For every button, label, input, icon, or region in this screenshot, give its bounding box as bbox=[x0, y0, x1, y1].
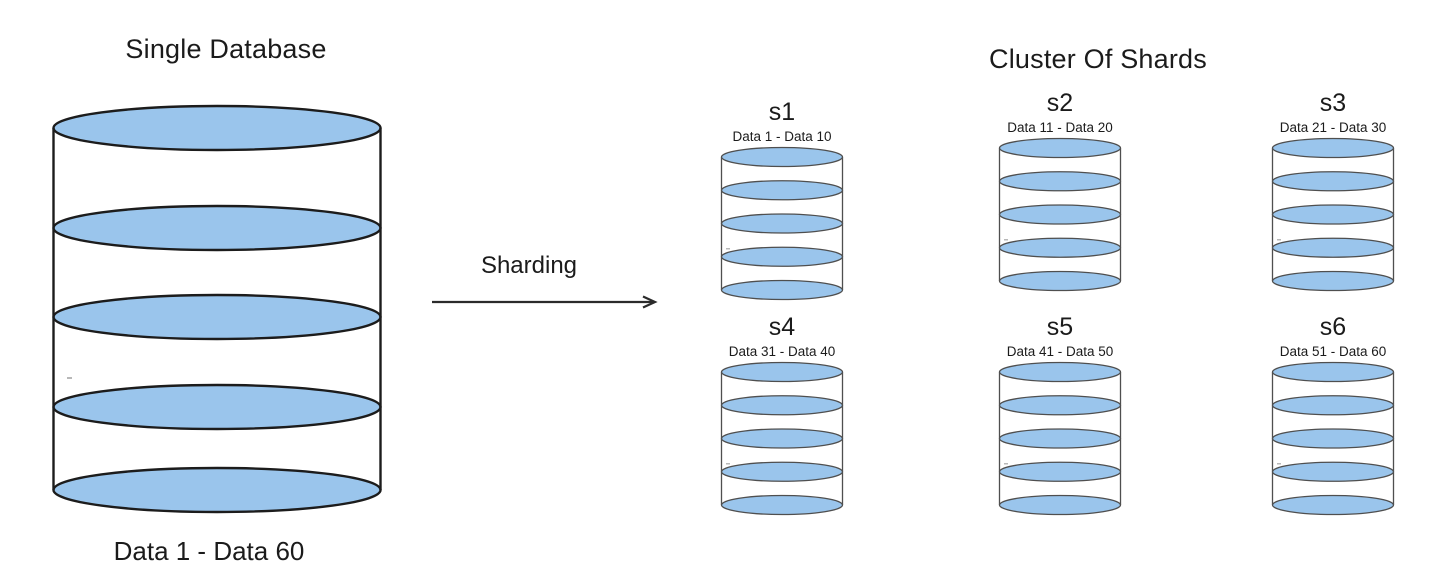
cylinder-top-ellipse bbox=[720, 146, 844, 168]
data-layer-ellipse bbox=[998, 494, 1122, 516]
data-layer-ellipse bbox=[720, 428, 844, 449]
stray-mark bbox=[1277, 463, 1281, 465]
data-layer-ellipse bbox=[1271, 270, 1395, 292]
shard-name: s3 bbox=[1319, 89, 1347, 117]
shard-cylinder-icon bbox=[720, 361, 844, 516]
data-layer-ellipse bbox=[52, 293, 382, 341]
stray-mark bbox=[67, 377, 72, 379]
shard-name: s6 bbox=[1319, 313, 1347, 341]
shard-s1: s1 Data 1 - Data 10 bbox=[697, 99, 867, 301]
data-layer-ellipse bbox=[1271, 494, 1395, 516]
sharding-arrow-icon bbox=[432, 295, 658, 309]
data-layer-ellipse bbox=[52, 383, 382, 431]
shard-cylinder-icon bbox=[1271, 361, 1395, 516]
shard-range: Data 31 - Data 40 bbox=[728, 344, 836, 359]
sharding-arrow-label: Sharding bbox=[480, 252, 578, 279]
data-layer-ellipse bbox=[1271, 395, 1395, 416]
cylinder-top-ellipse bbox=[1271, 361, 1395, 383]
shard-name: s5 bbox=[1046, 313, 1074, 341]
shard-cylinder-icon bbox=[720, 146, 844, 301]
data-layer-ellipse bbox=[720, 213, 844, 234]
data-layer-ellipse bbox=[998, 428, 1122, 449]
data-layer-ellipse bbox=[1271, 428, 1395, 449]
shard-range: Data 21 - Data 30 bbox=[1279, 120, 1387, 135]
shard-name: s2 bbox=[1046, 89, 1074, 117]
data-layer-ellipse bbox=[720, 180, 844, 201]
single-database-range-caption: Data 1 - Data 60 bbox=[113, 536, 305, 566]
data-layer-ellipse bbox=[998, 461, 1122, 482]
data-layer-ellipse bbox=[998, 171, 1122, 192]
shard-s2: s2 Data 11 - Data 20 bbox=[975, 90, 1145, 292]
data-layer-ellipse bbox=[998, 237, 1122, 258]
data-layer-ellipse bbox=[1271, 204, 1395, 225]
single-database-cylinder-icon bbox=[52, 104, 382, 514]
stray-mark bbox=[1004, 463, 1008, 465]
arrow-head bbox=[642, 295, 658, 309]
shard-cylinder-icon bbox=[998, 361, 1122, 516]
cylinder-top-ellipse bbox=[720, 361, 844, 383]
data-layer-ellipse bbox=[1271, 237, 1395, 258]
shard-cylinder-icon bbox=[998, 137, 1122, 292]
data-layer-ellipse bbox=[52, 466, 382, 514]
data-layer-ellipse bbox=[720, 246, 844, 267]
cylinder-top-ellipse bbox=[52, 104, 382, 152]
shard-s5: s5 Data 41 - Data 50 bbox=[975, 314, 1145, 516]
data-layer-ellipse bbox=[720, 279, 844, 301]
shard-range: Data 51 - Data 60 bbox=[1279, 344, 1387, 359]
data-layer-ellipse bbox=[1271, 461, 1395, 482]
data-layer-ellipse bbox=[998, 395, 1122, 416]
shard-s3: s3 Data 21 - Data 30 bbox=[1248, 90, 1418, 292]
stray-mark bbox=[726, 463, 730, 465]
stray-mark bbox=[1277, 239, 1281, 241]
cylinder-top-ellipse bbox=[998, 361, 1122, 383]
data-layer-ellipse bbox=[720, 395, 844, 416]
shard-name: s1 bbox=[768, 98, 796, 126]
data-layer-ellipse bbox=[1271, 171, 1395, 192]
cylinder-top-ellipse bbox=[1271, 137, 1395, 159]
cluster-title: Cluster Of Shards bbox=[989, 44, 1207, 74]
shard-s4: s4 Data 31 - Data 40 bbox=[697, 314, 867, 516]
stray-mark bbox=[726, 248, 730, 250]
shard-range: Data 11 - Data 20 bbox=[1007, 120, 1113, 135]
shard-range: Data 41 - Data 50 bbox=[1006, 344, 1114, 359]
shard-s6: s6 Data 51 - Data 60 bbox=[1248, 314, 1418, 516]
single-database-title: Single Database bbox=[125, 34, 327, 64]
cylinder-top-ellipse bbox=[998, 137, 1122, 159]
data-layer-ellipse bbox=[720, 461, 844, 482]
shard-cylinder-icon bbox=[1271, 137, 1395, 292]
data-layer-ellipse bbox=[720, 494, 844, 516]
data-layer-ellipse bbox=[52, 204, 382, 252]
stray-mark bbox=[1004, 239, 1008, 241]
data-layer-ellipse bbox=[998, 204, 1122, 225]
shard-name: s4 bbox=[768, 313, 796, 341]
data-layer-ellipse bbox=[998, 270, 1122, 292]
shard-range: Data 1 - Data 10 bbox=[732, 129, 832, 144]
